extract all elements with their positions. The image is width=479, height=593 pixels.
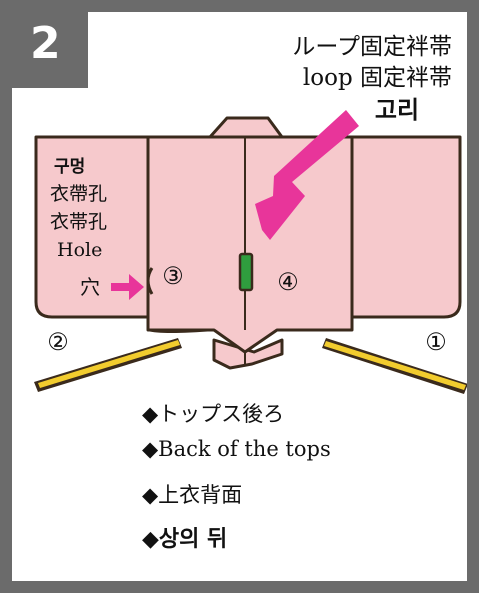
hole (146, 267, 154, 295)
hole-label-japanese: 穴 (80, 275, 100, 299)
loop-label-korean: 고리 (375, 96, 419, 124)
sleeve-right (350, 135, 462, 319)
caption-chinese: ◆上衣背面 (142, 483, 243, 507)
garment-body (146, 135, 354, 354)
hole-label-chinese-2: 衣帯孔 (50, 211, 107, 233)
step-badge: 2 (12, 12, 88, 88)
collar (208, 116, 284, 139)
belt-left (34, 338, 182, 392)
loop-arrow (255, 110, 359, 240)
panel: ループ固定袢帯 loop 固定袢帯 고리 구멍 衣帶孔 衣帯孔 Hole 穴 ③… (12, 12, 467, 581)
caption-japanese: ◆トップス後ろ (142, 402, 285, 426)
hole-arrow (111, 274, 144, 300)
caption-korean: ◆상의 뒤 (142, 527, 228, 552)
loop-label-english: loop 固定袢帯 (303, 65, 452, 91)
sleeve-left (34, 135, 150, 319)
caption-english: ◆Back of the tops (142, 437, 331, 461)
hole-label-chinese-1: 衣帶孔 (50, 183, 107, 205)
hole-label-korean: 구멍 (54, 157, 85, 177)
garment-diagram: ループ固定袢帯 loop 固定袢帯 고리 구멍 衣帶孔 衣帯孔 Hole 穴 ③… (34, 34, 467, 394)
marker-4: ④ (277, 268, 299, 296)
marker-1: ① (425, 328, 447, 356)
marker-3: ③ (162, 262, 184, 290)
loop (238, 252, 254, 292)
loop-label-japanese: ループ固定袢帯 (292, 34, 452, 60)
belt-right (322, 338, 467, 394)
hole-label-english: Hole (57, 239, 102, 261)
marker-2: ② (47, 328, 69, 356)
